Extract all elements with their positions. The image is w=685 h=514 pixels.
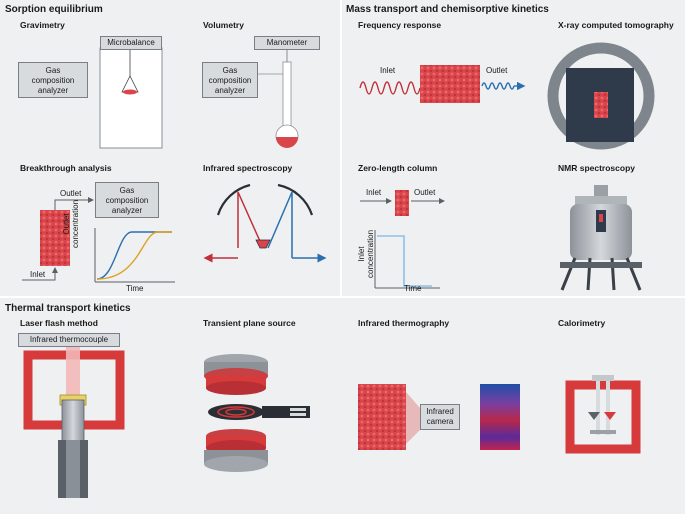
transient-plane-diagram: [204, 354, 310, 472]
zlc-outlet-label: Outlet: [414, 188, 436, 197]
ir-thermography-diagram: [358, 384, 520, 450]
laser-flash-diagram: [23, 345, 125, 498]
gas-analyzer-box-gravimetry: Gas composition analyzer: [18, 62, 88, 98]
thermal-heading: Thermal transport kinetics: [5, 303, 131, 314]
nmr-title: NMR spectroscopy: [558, 163, 635, 173]
inlet-concentration-axis-label: Inlet concentration: [357, 229, 375, 278]
manometer-box: Manometer: [254, 36, 320, 50]
infrared-spectroscopy-diagram: [203, 183, 327, 263]
zlc-time-axis-label: Time: [404, 284, 422, 293]
laser-flash-title: Laser flash method: [20, 318, 98, 328]
infrared-camera-box: Infrared camera: [420, 404, 460, 430]
frequency-response-title: Frequency response: [358, 20, 442, 30]
infrared-spectroscopy-title: Infrared spectroscopy: [203, 163, 293, 173]
ir-thermography-title: Infrared thermography: [358, 318, 450, 328]
xray-ct-diagram: [547, 42, 655, 150]
zlc-title: Zero-length column: [358, 163, 438, 173]
transient-plane-title: Transient plane source: [203, 318, 296, 328]
gas-analyzer-box-breakthrough: Gas composition analyzer: [95, 182, 159, 218]
breakthrough-title: Breakthrough analysis: [20, 163, 112, 173]
calorimetry-diagram: [565, 375, 641, 454]
zlc-diagram: [360, 190, 445, 289]
breakthrough-inlet-label: Inlet: [30, 270, 46, 279]
volumetry-diagram: [258, 48, 299, 148]
breakthrough-time-axis-label: Time: [126, 284, 144, 293]
calorimetry-title: Calorimetry: [558, 318, 606, 328]
frequency-response-diagram: [359, 65, 526, 103]
outlet-concentration-axis-label: Outlet concentration: [62, 199, 80, 248]
frequency-outlet-label: Outlet: [486, 66, 508, 75]
zlc-inlet-label: Inlet: [366, 188, 382, 197]
sorption-heading: Sorption equilibrium: [5, 4, 103, 15]
breakthrough-diagram: [22, 197, 175, 283]
xray-ct-title: X-ray computed tomography: [558, 20, 674, 30]
mass-transport-heading: Mass transport and chemisorptive kinetic…: [346, 4, 549, 15]
gravimetry-title: Gravimetry: [20, 20, 65, 30]
infrared-thermocouple-box: Infrared thermocouple: [18, 333, 120, 347]
breakthrough-outlet-label: Outlet: [60, 189, 82, 198]
microbalance-box: Microbalance: [100, 36, 162, 50]
gas-analyzer-box-volumetry: Gas composition analyzer: [202, 62, 258, 98]
frequency-inlet-label: Inlet: [380, 66, 396, 75]
gravimetry-diagram: [99, 47, 163, 149]
nmr-diagram: [560, 185, 642, 291]
volumetry-title: Volumetry: [203, 20, 244, 30]
